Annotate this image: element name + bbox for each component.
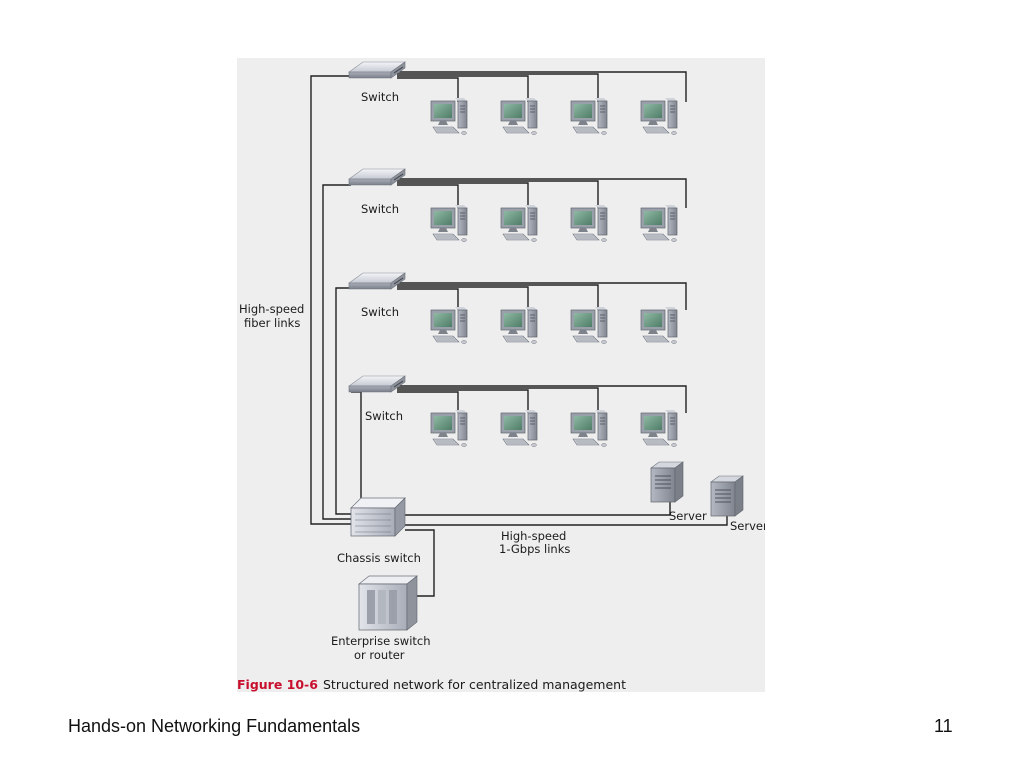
enterprise-router-label-line1: Enterprise switch (331, 634, 431, 648)
switch-icon-4 (348, 375, 406, 393)
switch-label-4: Switch (365, 409, 403, 423)
server-label-2: Server (730, 519, 765, 533)
workstation-icon (500, 306, 538, 344)
switch-3-links (397, 282, 687, 310)
server-label-1: Server (669, 509, 707, 523)
switch-4-links (397, 385, 687, 413)
switch-icon-3 (348, 272, 406, 290)
switch-icon-2 (348, 168, 406, 186)
workstation-row-2 (430, 204, 678, 242)
workstation-icon (570, 409, 608, 447)
workstation-icon (640, 204, 678, 242)
connection-lines (310, 71, 728, 597)
chassis-switch-icon (350, 497, 406, 537)
fiber-links-label-line1: High-speed (239, 302, 304, 316)
workstation-icon (570, 306, 608, 344)
workstation-icon (570, 97, 608, 135)
switch-icon-1 (348, 61, 406, 79)
network-diagram: Switch Switch Switch Switch High-speed f… (237, 61, 765, 692)
workstation-icon (640, 97, 678, 135)
switch-1-links (397, 71, 687, 102)
workstation-icon (430, 97, 468, 135)
network-figure: Switch Switch Switch Switch High-speed f… (237, 58, 765, 692)
gbps-link-server-2 (405, 516, 728, 526)
workstation-icon (500, 97, 538, 135)
workstation-icon (500, 204, 538, 242)
workstation-row-1 (430, 97, 678, 135)
figure-caption: Structured network for centralized manag… (323, 677, 626, 692)
chassis-switch-label: Chassis switch (337, 551, 421, 565)
switch-label-2: Switch (361, 202, 399, 216)
fiber-link-2 (322, 184, 351, 520)
workstation-icon (500, 409, 538, 447)
fiber-links-label-line2: fiber links (244, 316, 300, 330)
gbps-links-label-line1: High-speed (501, 529, 566, 543)
footer-title: Hands-on Networking Fundamentals (68, 716, 361, 736)
workstation-row-4 (430, 409, 678, 447)
workstation-icon (570, 204, 608, 242)
fiber-link-4 (351, 391, 362, 498)
switch-label-1: Switch (361, 90, 399, 104)
switch-2-links (397, 178, 687, 208)
gbps-links-label-line2: 1-Gbps links (499, 542, 570, 556)
workstation-row-3 (430, 306, 678, 344)
chassis-router-link (405, 529, 435, 597)
gbps-link-server-1 (405, 500, 671, 516)
workstation-icon (430, 204, 468, 242)
workstation-icon (430, 306, 468, 344)
figure-number: Figure 10-6 (237, 677, 318, 692)
enterprise-router-icon (358, 575, 418, 631)
workstation-icon (430, 409, 468, 447)
enterprise-router-label-line2: or router (354, 648, 405, 662)
server-icon-1 (650, 461, 684, 503)
server-icon-2 (710, 475, 744, 517)
switch-label-3: Switch (361, 305, 399, 319)
fiber-link-1 (310, 75, 351, 525)
fiber-link-3 (335, 287, 351, 515)
workstation-icon (640, 306, 678, 344)
page-number: 11 (934, 716, 953, 736)
workstation-icon (640, 409, 678, 447)
